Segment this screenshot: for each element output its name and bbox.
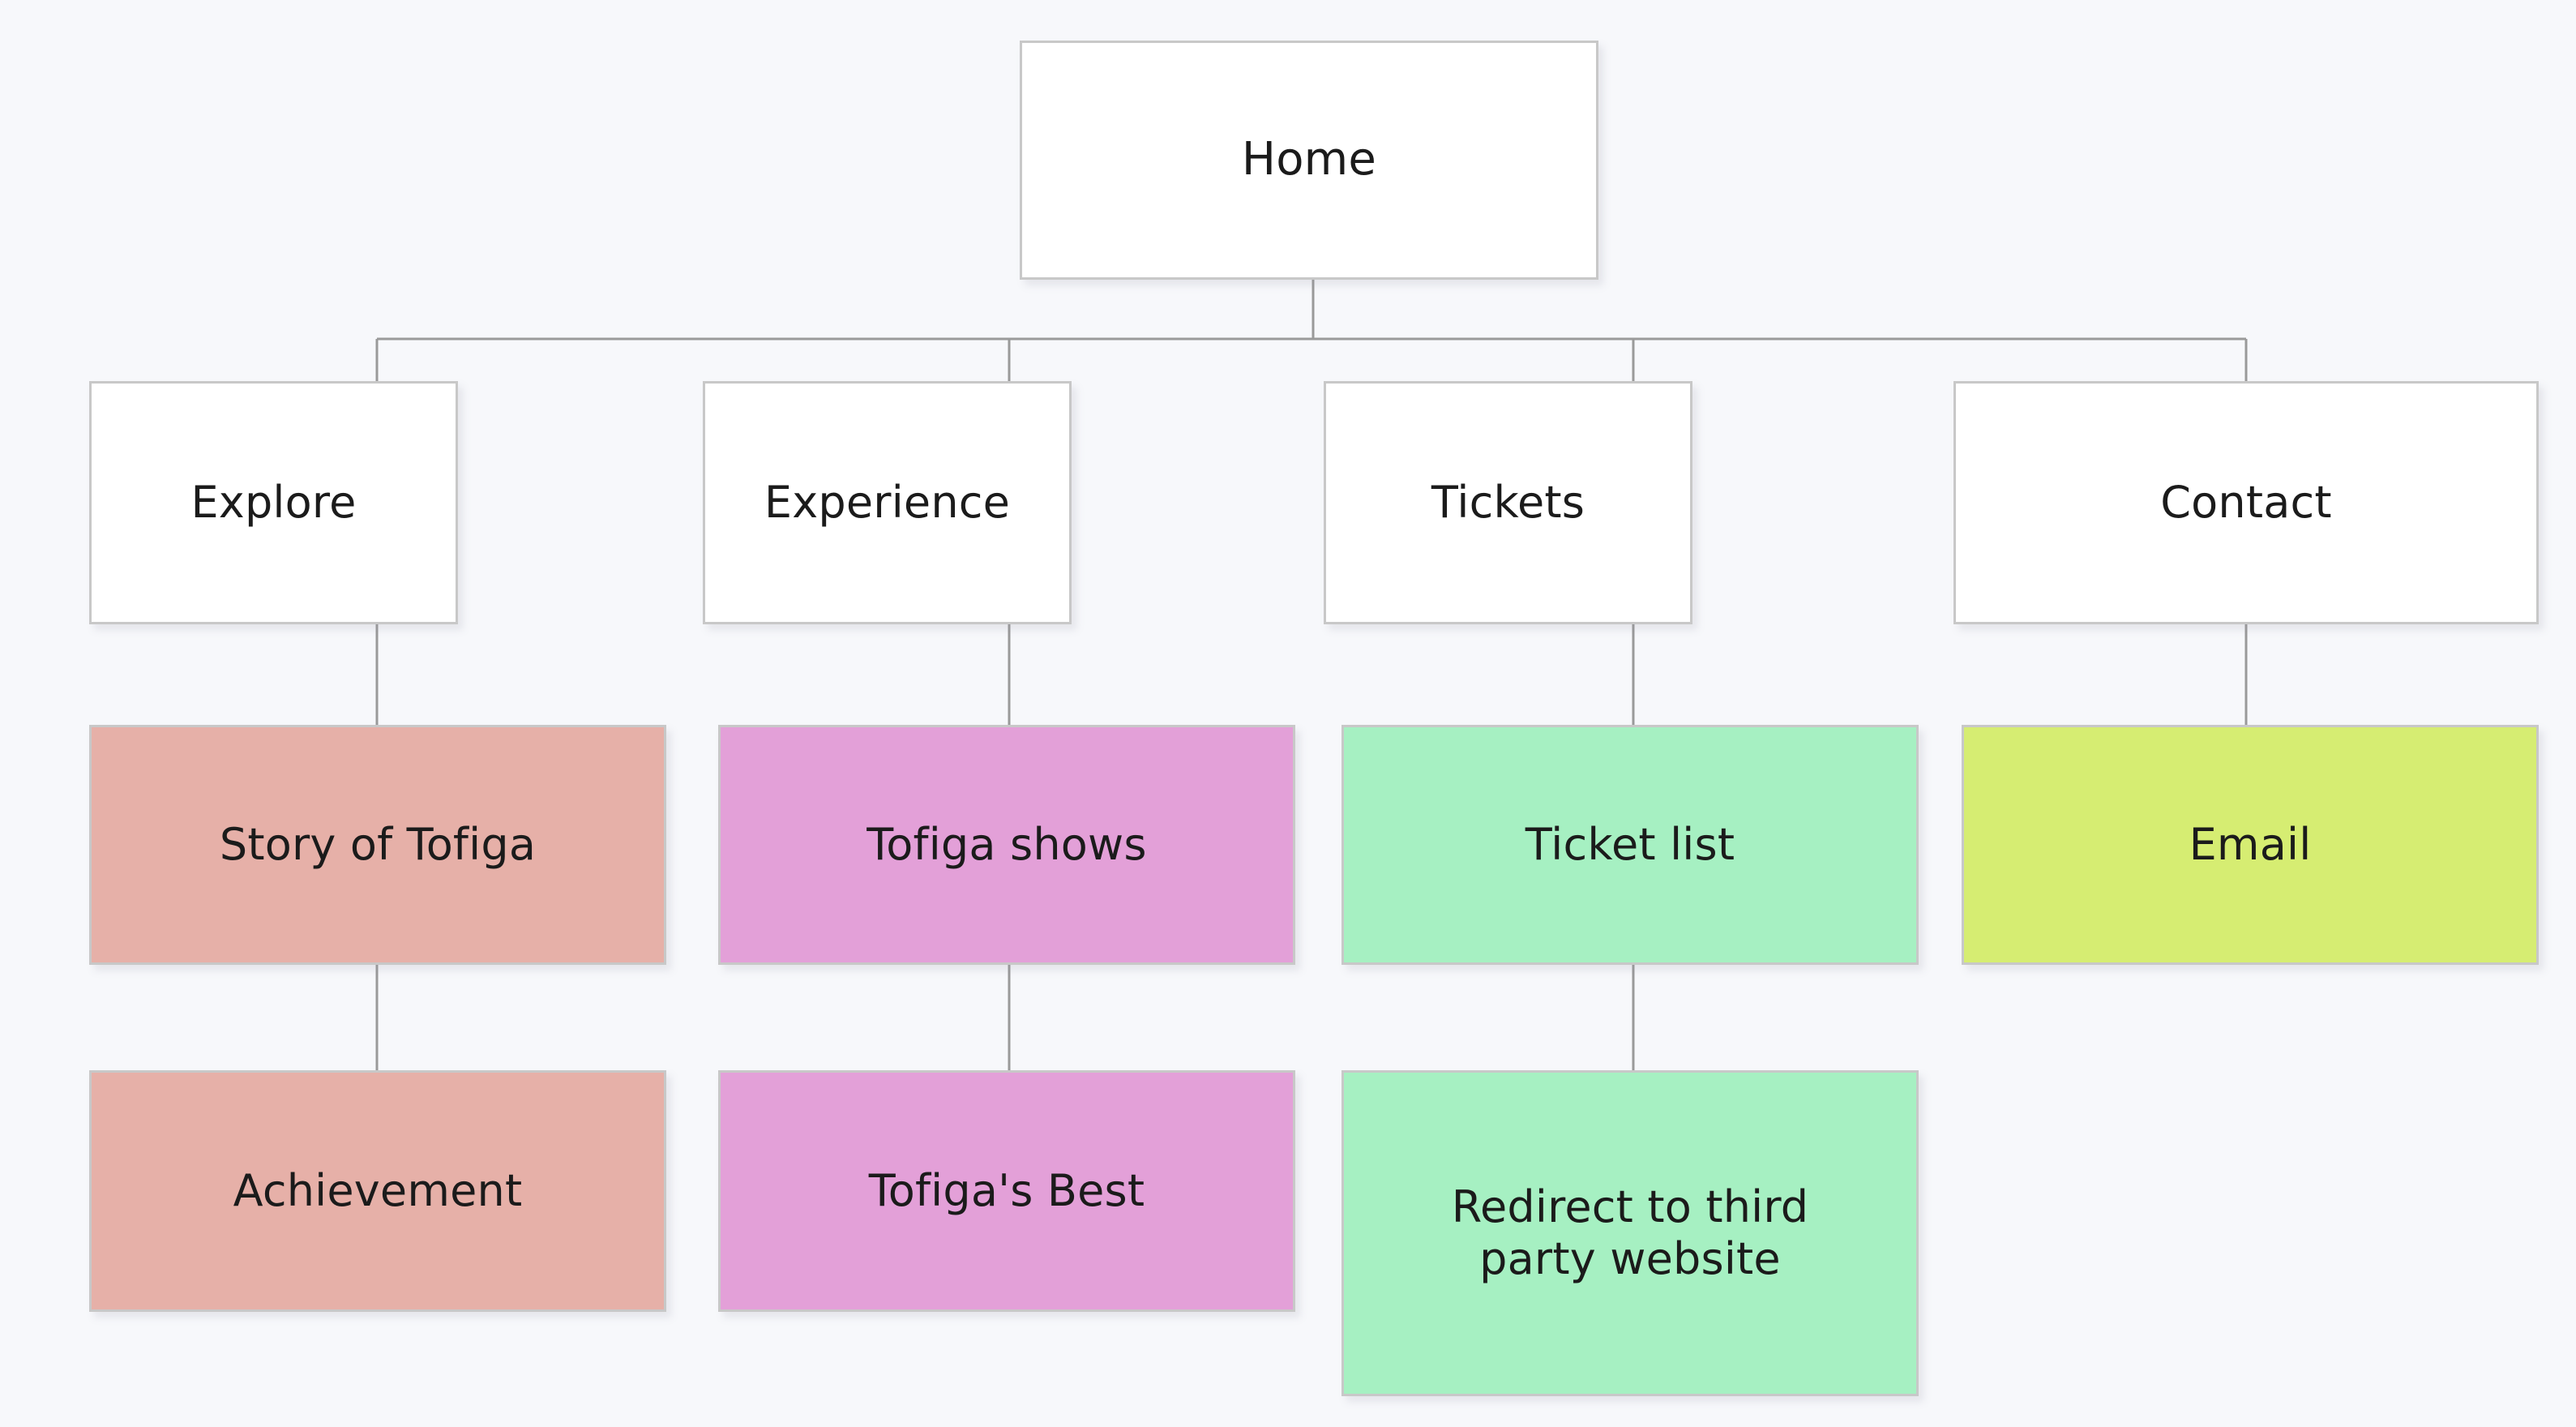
node-contact-label: Contact: [2160, 477, 2332, 529]
node-achievement[interactable]: Achievement: [89, 1070, 666, 1312]
node-tofigas-best[interactable]: Tofiga's Best: [718, 1070, 1295, 1312]
node-tofigas-best-label: Tofiga's Best: [868, 1165, 1145, 1217]
node-redirect-third-party-label: Redirect to third party website: [1451, 1181, 1809, 1284]
node-email-label: Email: [2189, 819, 2312, 871]
node-redirect-third-party[interactable]: Redirect to third party website: [1341, 1070, 1919, 1396]
node-tofiga-shows-label: Tofiga shows: [867, 819, 1147, 871]
node-home-label: Home: [1241, 133, 1377, 186]
node-ticket-list[interactable]: Ticket list: [1341, 725, 1919, 965]
node-home[interactable]: Home: [1020, 41, 1598, 280]
node-explore-label: Explore: [190, 477, 357, 529]
node-explore[interactable]: Explore: [89, 381, 458, 624]
node-contact[interactable]: Contact: [1953, 381, 2539, 624]
node-story-of-tofiga-label: Story of Tofiga: [219, 819, 537, 871]
node-story-of-tofiga[interactable]: Story of Tofiga: [89, 725, 666, 965]
node-achievement-label: Achievement: [233, 1165, 523, 1217]
node-experience[interactable]: Experience: [703, 381, 1072, 624]
node-experience-label: Experience: [764, 477, 1011, 529]
node-ticket-list-label: Ticket list: [1525, 819, 1735, 871]
node-tickets-label: Tickets: [1431, 477, 1585, 529]
node-email[interactable]: Email: [1962, 725, 2539, 965]
node-tofiga-shows[interactable]: Tofiga shows: [718, 725, 1295, 965]
node-tickets[interactable]: Tickets: [1324, 381, 1692, 624]
